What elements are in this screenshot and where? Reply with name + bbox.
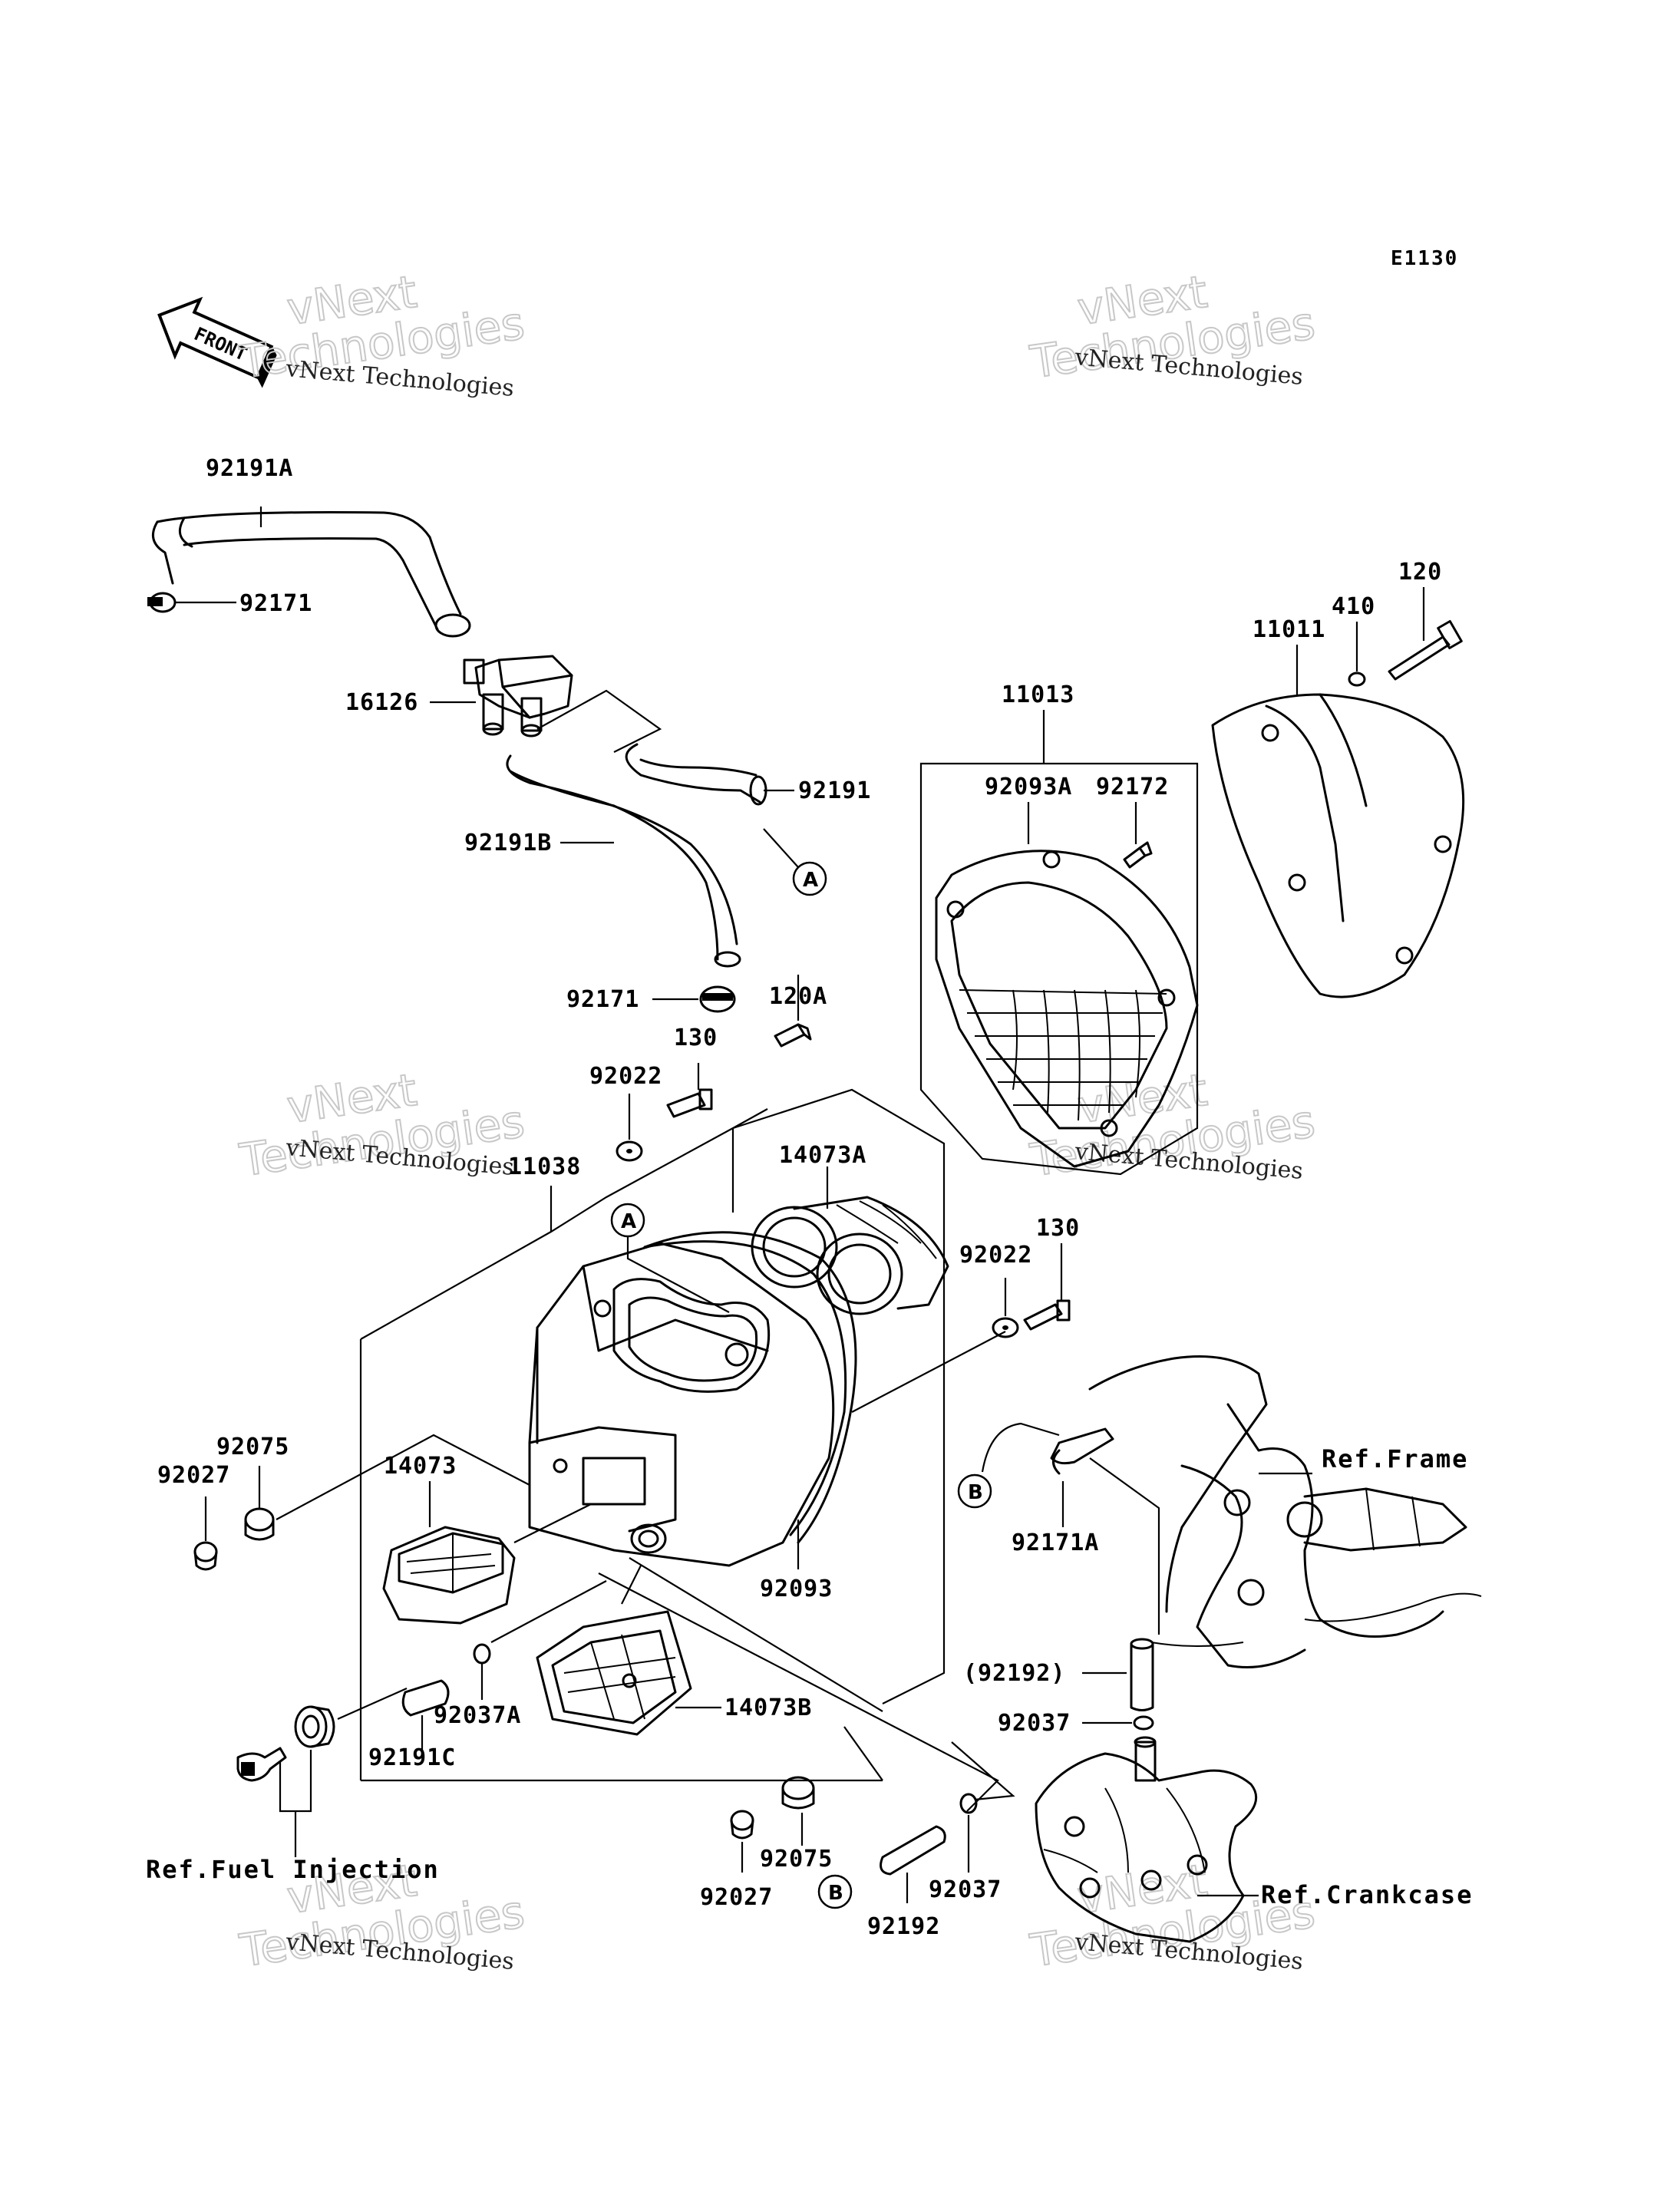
valve-16126[interactable] <box>463 655 573 738</box>
hose-92191B[interactable] <box>506 754 741 968</box>
grommet-left-bottom[interactable] <box>294 1705 335 1748</box>
label-92171-mid: 92171 <box>566 986 639 1013</box>
label-92037A: 92037A <box>434 1702 521 1729</box>
gasket-92093[interactable] <box>643 1231 857 1544</box>
marker-b-right <box>957 1473 992 1509</box>
hose-92191C[interactable] <box>401 1679 450 1717</box>
screw-92172[interactable] <box>1123 841 1153 869</box>
ref-fuel-injection: Ref.Fuel Injection <box>146 1855 440 1884</box>
label-92093A: 92093A <box>985 774 1072 800</box>
bolt-120[interactable] <box>1388 620 1463 681</box>
label-92075-bottom: 92075 <box>760 1846 833 1873</box>
marker-b-bottom <box>817 1874 853 1909</box>
label-14073: 14073 <box>384 1453 457 1480</box>
clip-92037-right[interactable] <box>1133 1715 1154 1731</box>
label-11038: 11038 <box>508 1153 581 1180</box>
label-92093: 92093 <box>760 1576 833 1602</box>
marker-a-top <box>792 861 827 896</box>
clip-92037-bottom[interactable] <box>959 1793 978 1814</box>
label-14073B: 14073B <box>724 1694 812 1721</box>
label-92192-paren: (92192) <box>963 1660 1065 1687</box>
filter-92093A[interactable] <box>935 850 1199 1168</box>
plug-92027-bottom[interactable] <box>730 1810 754 1840</box>
marker-b-bottom-label: B <box>828 1882 843 1905</box>
cover-14073[interactable] <box>382 1526 516 1625</box>
washer-410[interactable] <box>1348 672 1366 687</box>
label-130-mid: 130 <box>1036 1215 1080 1242</box>
frame-section <box>1088 1355 1482 1668</box>
hose-92191[interactable] <box>625 743 767 806</box>
label-92171A: 92171A <box>1012 1529 1099 1556</box>
label-92191: 92191 <box>798 777 871 804</box>
label-14073A: 14073A <box>779 1142 866 1169</box>
cover-11011[interactable] <box>1211 693 1465 998</box>
label-16126: 16126 <box>345 689 418 716</box>
plug-92027-left[interactable] <box>193 1541 218 1571</box>
grommet-92075-left[interactable] <box>244 1507 275 1541</box>
clip-92037A[interactable] <box>473 1643 491 1665</box>
label-92027-left: 92027 <box>157 1462 230 1489</box>
label-92022-top: 92022 <box>589 1063 662 1090</box>
label-11013: 11013 <box>1002 681 1074 708</box>
duct-14073B[interactable] <box>536 1610 692 1736</box>
marker-a-top-label: A <box>803 869 818 892</box>
clamp-92171-mid[interactable] <box>699 985 736 1013</box>
label-120A: 120A <box>769 983 827 1010</box>
label-92037-right: 92037 <box>998 1710 1071 1737</box>
clamp-92171-top[interactable] <box>147 592 177 613</box>
hose-92192-right[interactable] <box>1130 1638 1154 1711</box>
label-92191B: 92191B <box>464 830 552 856</box>
group-box-11013 <box>919 762 1199 1176</box>
label-92022-mid: 92022 <box>959 1242 1032 1269</box>
ref-crankcase: Ref.Crankcase <box>1261 1880 1473 1909</box>
label-410: 410 <box>1332 593 1375 620</box>
washer-92022-top[interactable] <box>616 1140 643 1162</box>
grommet-92075-bottom[interactable] <box>781 1776 815 1810</box>
bolt-130-mid[interactable] <box>1023 1299 1071 1331</box>
label-92027-bottom: 92027 <box>700 1884 773 1911</box>
duct-14073A[interactable] <box>751 1196 949 1315</box>
label-92075-left: 92075 <box>216 1434 289 1460</box>
hose-92192-bottom[interactable] <box>880 1825 946 1876</box>
group-box-lower <box>598 1572 999 1812</box>
hose-92191A[interactable] <box>151 511 471 638</box>
washer-92022-mid[interactable] <box>992 1317 1019 1338</box>
marker-b-right-label: B <box>968 1481 983 1504</box>
group-box-14073A <box>732 1088 946 1704</box>
label-130-top: 130 <box>674 1025 718 1051</box>
label-92037-bottom: 92037 <box>929 1876 1002 1903</box>
label-92171-top: 92171 <box>239 590 312 617</box>
bolt-120A[interactable] <box>774 1023 812 1048</box>
ref-frame: Ref.Frame <box>1322 1444 1468 1473</box>
crankcase-section <box>1035 1736 1258 1943</box>
label-92191C: 92191C <box>368 1744 456 1771</box>
label-92192-bottom: 92192 <box>867 1913 940 1940</box>
group-box-top <box>360 1108 768 1340</box>
label-92172: 92172 <box>1096 774 1169 800</box>
marker-a-mid-label: A <box>621 1210 636 1233</box>
diagram-code: E1130 <box>1391 247 1458 270</box>
airbox-11038[interactable] <box>528 1240 847 1567</box>
label-92191A: 92191A <box>206 455 293 482</box>
clamp-92171A[interactable] <box>1050 1427 1114 1475</box>
label-11011: 11011 <box>1253 616 1325 643</box>
label-120: 120 <box>1398 559 1442 586</box>
sensor-fuel-injection[interactable] <box>236 1747 287 1782</box>
bolt-130-top[interactable] <box>666 1088 713 1118</box>
